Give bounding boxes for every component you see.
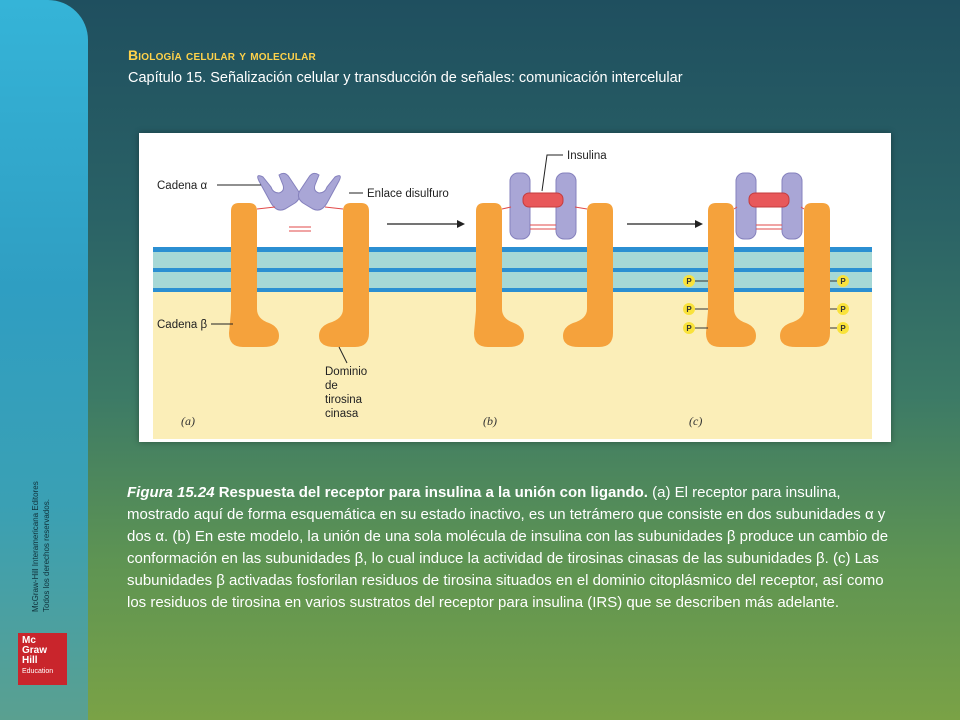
label-domain-line-4: cinasa	[325, 408, 359, 420]
phosphate-marker	[837, 303, 849, 315]
alpha-chain-right-a	[297, 172, 341, 211]
receptor-diagram: P P P P P P Cadena	[153, 150, 872, 439]
arrow-a-to-b	[387, 220, 465, 228]
phosphate-marker	[837, 322, 849, 334]
phosphate-label: P	[840, 305, 846, 314]
disulfide-bond	[800, 206, 805, 210]
phosphate-label: P	[840, 324, 846, 333]
label-domain-line-2: de	[325, 380, 338, 392]
book-title: Biología celular y molecular	[128, 47, 316, 63]
arrow-b-to-c	[627, 220, 703, 228]
disulfide-bond	[574, 206, 588, 210]
copyright-credit: McGraw-Hill Interamericana Editores Todo…	[30, 481, 52, 612]
chapter-subtitle: Capítulo 15. Señalización celular y tran…	[128, 70, 683, 86]
beta-chain-right-a	[319, 203, 369, 347]
receptor-a	[229, 172, 369, 347]
logo-line-2: Graw	[22, 645, 48, 656]
phosphate-marker	[837, 275, 849, 287]
logo-line-4: Education	[22, 668, 54, 675]
panel-label-a: (a)	[181, 414, 195, 428]
logo-line-3: Hill	[22, 655, 38, 666]
beta-chain-right-c	[780, 203, 830, 347]
beta-chain-left-c	[706, 203, 756, 347]
membrane-mid-line	[153, 268, 872, 272]
credit-line-2: Todos los derechos reservados.	[42, 499, 51, 612]
beta-chain-right-b	[563, 203, 613, 347]
leader-line	[338, 346, 348, 364]
phosphate-label: P	[686, 305, 692, 314]
membrane-teal-upper	[153, 252, 872, 268]
insulin-c	[748, 192, 790, 208]
insulin-b	[522, 192, 564, 208]
label-insulin: Insulina	[567, 150, 607, 162]
phosphate-marker	[683, 303, 695, 315]
credit-line-1: McGraw-Hill Interamericana Editores	[31, 481, 40, 612]
disulfide-bond	[733, 206, 738, 210]
logo-line-1: Mc	[22, 635, 36, 646]
panel-label-c: (c)	[689, 414, 702, 428]
beta-chain-left-a	[229, 203, 279, 347]
membrane-inner-line	[153, 288, 872, 292]
phosphate-label: P	[686, 324, 692, 333]
receptor-c: P P P P P P	[683, 172, 849, 347]
label-alpha-chain: Cadena α	[157, 180, 207, 192]
receptor-figure: P P P P P P Cadena	[139, 133, 891, 442]
beta-chain-left-b	[474, 203, 524, 347]
label-beta-chain: Cadena β	[157, 319, 207, 331]
disulfide-bond	[256, 206, 276, 210]
caption-figure-title: Respuesta del receptor para insulina a l…	[218, 484, 648, 501]
sidebar: McGraw-Hill Interamericana Editores Todo…	[0, 0, 88, 720]
receptor-b	[474, 172, 613, 347]
phosphate-marker	[683, 322, 695, 334]
phosphate-marker	[683, 275, 695, 287]
membrane-teal-lower	[153, 272, 872, 288]
mcgraw-hill-logo: Mc Graw Hill Education	[18, 633, 67, 685]
label-domain-line-1: Dominio	[325, 366, 367, 378]
label-disulfide-bond: Enlace disulfuro	[367, 188, 449, 200]
phosphate-label: P	[686, 277, 692, 286]
caption-figure-number: Figura 15.24	[127, 484, 215, 501]
phosphate-label: P	[840, 277, 846, 286]
alpha-chain-left-a	[257, 172, 301, 211]
figure-caption: Figura 15.24 Respuesta del receptor para…	[127, 482, 897, 614]
panel-label-b: (b)	[483, 414, 497, 428]
leader-line	[541, 154, 563, 192]
caption-body: (a) El receptor para insulina, mostrado …	[127, 484, 889, 611]
disulfide-bond	[501, 206, 512, 210]
disulfide-bond	[324, 206, 344, 210]
label-domain-line-3: tirosina	[325, 394, 363, 406]
membrane-outer-line	[153, 247, 872, 252]
